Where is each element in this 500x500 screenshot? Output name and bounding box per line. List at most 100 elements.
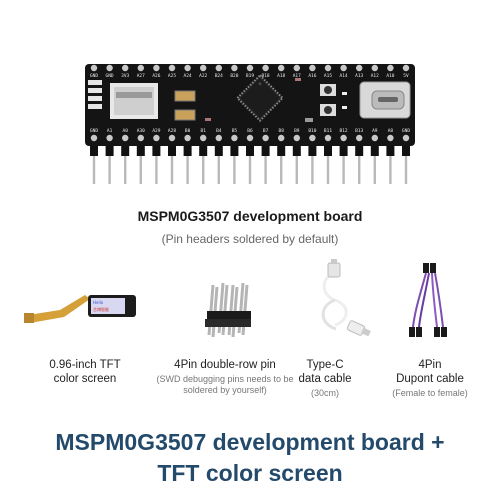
silk-label-bottom: B5 xyxy=(232,128,238,134)
header-pin xyxy=(170,146,174,184)
pin-pad xyxy=(246,134,254,142)
board-subtitle: (Pin headers soldered by default) xyxy=(161,232,339,246)
pin-pad xyxy=(309,64,316,72)
pin-pad xyxy=(293,64,300,72)
silk-label-top: A10 xyxy=(386,73,394,79)
header-pin xyxy=(311,146,314,184)
silk-label-bottom: A9 xyxy=(372,128,378,134)
header-pin xyxy=(373,146,376,184)
typec-label: Type-C data cable xyxy=(298,359,352,385)
header-pin xyxy=(108,146,111,184)
pin-pad xyxy=(387,64,394,72)
mcu-chip xyxy=(235,73,285,123)
silk-label-top: B24 xyxy=(215,73,223,79)
pin-pad xyxy=(168,64,176,72)
board-title: MSPM0G3507 development board xyxy=(137,208,363,224)
footer-line-1: MSPM0G3507 development board + xyxy=(55,429,445,455)
pin-pad xyxy=(106,64,113,72)
silk-label-bottom: B13 xyxy=(355,128,363,134)
pin-pad xyxy=(231,134,238,142)
silk-label-top: B18 xyxy=(262,73,270,79)
pin-pad xyxy=(340,64,347,72)
silk-label-bottom: B6 xyxy=(247,128,253,134)
tft-label: 0.96-inch TFT color screen xyxy=(49,359,121,385)
header-pin xyxy=(202,146,205,184)
dupont-label: 4Pin Dupont cable xyxy=(396,359,464,385)
silk-label-top: A24 xyxy=(184,73,192,79)
pin-header-image xyxy=(175,255,295,350)
pin-pad xyxy=(153,134,160,142)
pin-pad xyxy=(356,64,363,72)
silk-label-bottom: B1 xyxy=(200,128,206,134)
header-pin xyxy=(155,146,158,184)
silk-label-top: B20 xyxy=(230,73,238,79)
header-pin xyxy=(92,146,96,184)
pin-pad xyxy=(402,64,410,72)
header-pin xyxy=(186,146,189,184)
svg-text:芯博智能: 芯博智能 xyxy=(93,306,109,312)
silk-label-top: A25 xyxy=(168,73,176,79)
footer-line-2: TFT color screen xyxy=(157,460,343,486)
pin-pad xyxy=(402,134,410,142)
silk-label-top: A26 xyxy=(152,73,160,79)
dev-board-svg: GNDGNDGNDA13V3A0A27A30A26A29A25A28A24B0A… xyxy=(85,64,415,184)
pin-pad xyxy=(122,134,129,142)
silk-label-top: A13 xyxy=(355,73,363,79)
silk-label-top: A12 xyxy=(371,73,379,79)
header-pin xyxy=(264,146,267,184)
typec-cable-image xyxy=(290,255,410,350)
silk-label-top: B19 xyxy=(246,73,254,79)
header-pin xyxy=(280,146,283,184)
header-pin xyxy=(248,146,252,184)
pin-pad xyxy=(356,134,363,142)
silk-label-bottom: GND xyxy=(90,128,98,134)
pin-pad xyxy=(231,64,238,72)
pin-pad xyxy=(200,64,207,72)
pin-pad xyxy=(90,64,98,72)
silk-label-bottom: A29 xyxy=(152,128,160,134)
silk-label-bottom: A30 xyxy=(137,128,145,134)
pin-pad xyxy=(278,64,285,72)
silk-label-bottom: A1 xyxy=(107,128,113,134)
silk-label-bottom: A8 xyxy=(388,128,394,134)
silk-label-bottom: B10 xyxy=(308,128,316,134)
silk-label-bottom: B7 xyxy=(263,128,269,134)
pin-pad xyxy=(371,134,378,142)
pin-pad xyxy=(168,134,176,142)
pin-pad xyxy=(184,134,191,142)
silk-label-bottom: B9 xyxy=(294,128,300,134)
silk-label-bottom: GND xyxy=(402,128,410,134)
silk-label-bottom: B8 xyxy=(278,128,284,134)
pin-pad xyxy=(309,134,316,142)
pin-pad xyxy=(293,134,300,142)
pin-pad xyxy=(153,64,160,72)
pin-pad xyxy=(137,134,144,142)
header-pin xyxy=(404,146,408,184)
pin-pad xyxy=(200,134,207,142)
pin-pad xyxy=(340,134,347,142)
pin-pad xyxy=(262,64,269,72)
silk-label-top: A17 xyxy=(293,73,301,79)
silk-label-top: GND xyxy=(90,73,98,79)
pin-pad xyxy=(387,134,394,142)
silk-label-top: A18 xyxy=(277,73,285,79)
silk-label-bottom: B11 xyxy=(324,128,332,134)
pin-pad xyxy=(324,134,332,142)
silk-label-top: 5V xyxy=(403,73,409,79)
pin-pad xyxy=(371,64,378,72)
pin-pad xyxy=(215,64,222,72)
silk-label-top: A16 xyxy=(308,73,316,79)
pin-pad xyxy=(137,64,144,72)
silk-label-bottom: B4 xyxy=(216,128,222,134)
pin-pad xyxy=(246,64,254,72)
svg-text:Hello: Hello xyxy=(93,300,104,305)
pin-pad xyxy=(278,134,285,142)
silk-label-top: A27 xyxy=(137,73,145,79)
dupont-note: (Female to female) xyxy=(392,388,468,398)
dupont-cable-image xyxy=(375,255,495,350)
silk-label-top: GND xyxy=(106,73,114,79)
silk-label-top: 3V3 xyxy=(121,73,129,79)
header-pin xyxy=(124,146,127,184)
header-pin xyxy=(358,146,361,184)
silk-label-top: A15 xyxy=(324,73,332,79)
